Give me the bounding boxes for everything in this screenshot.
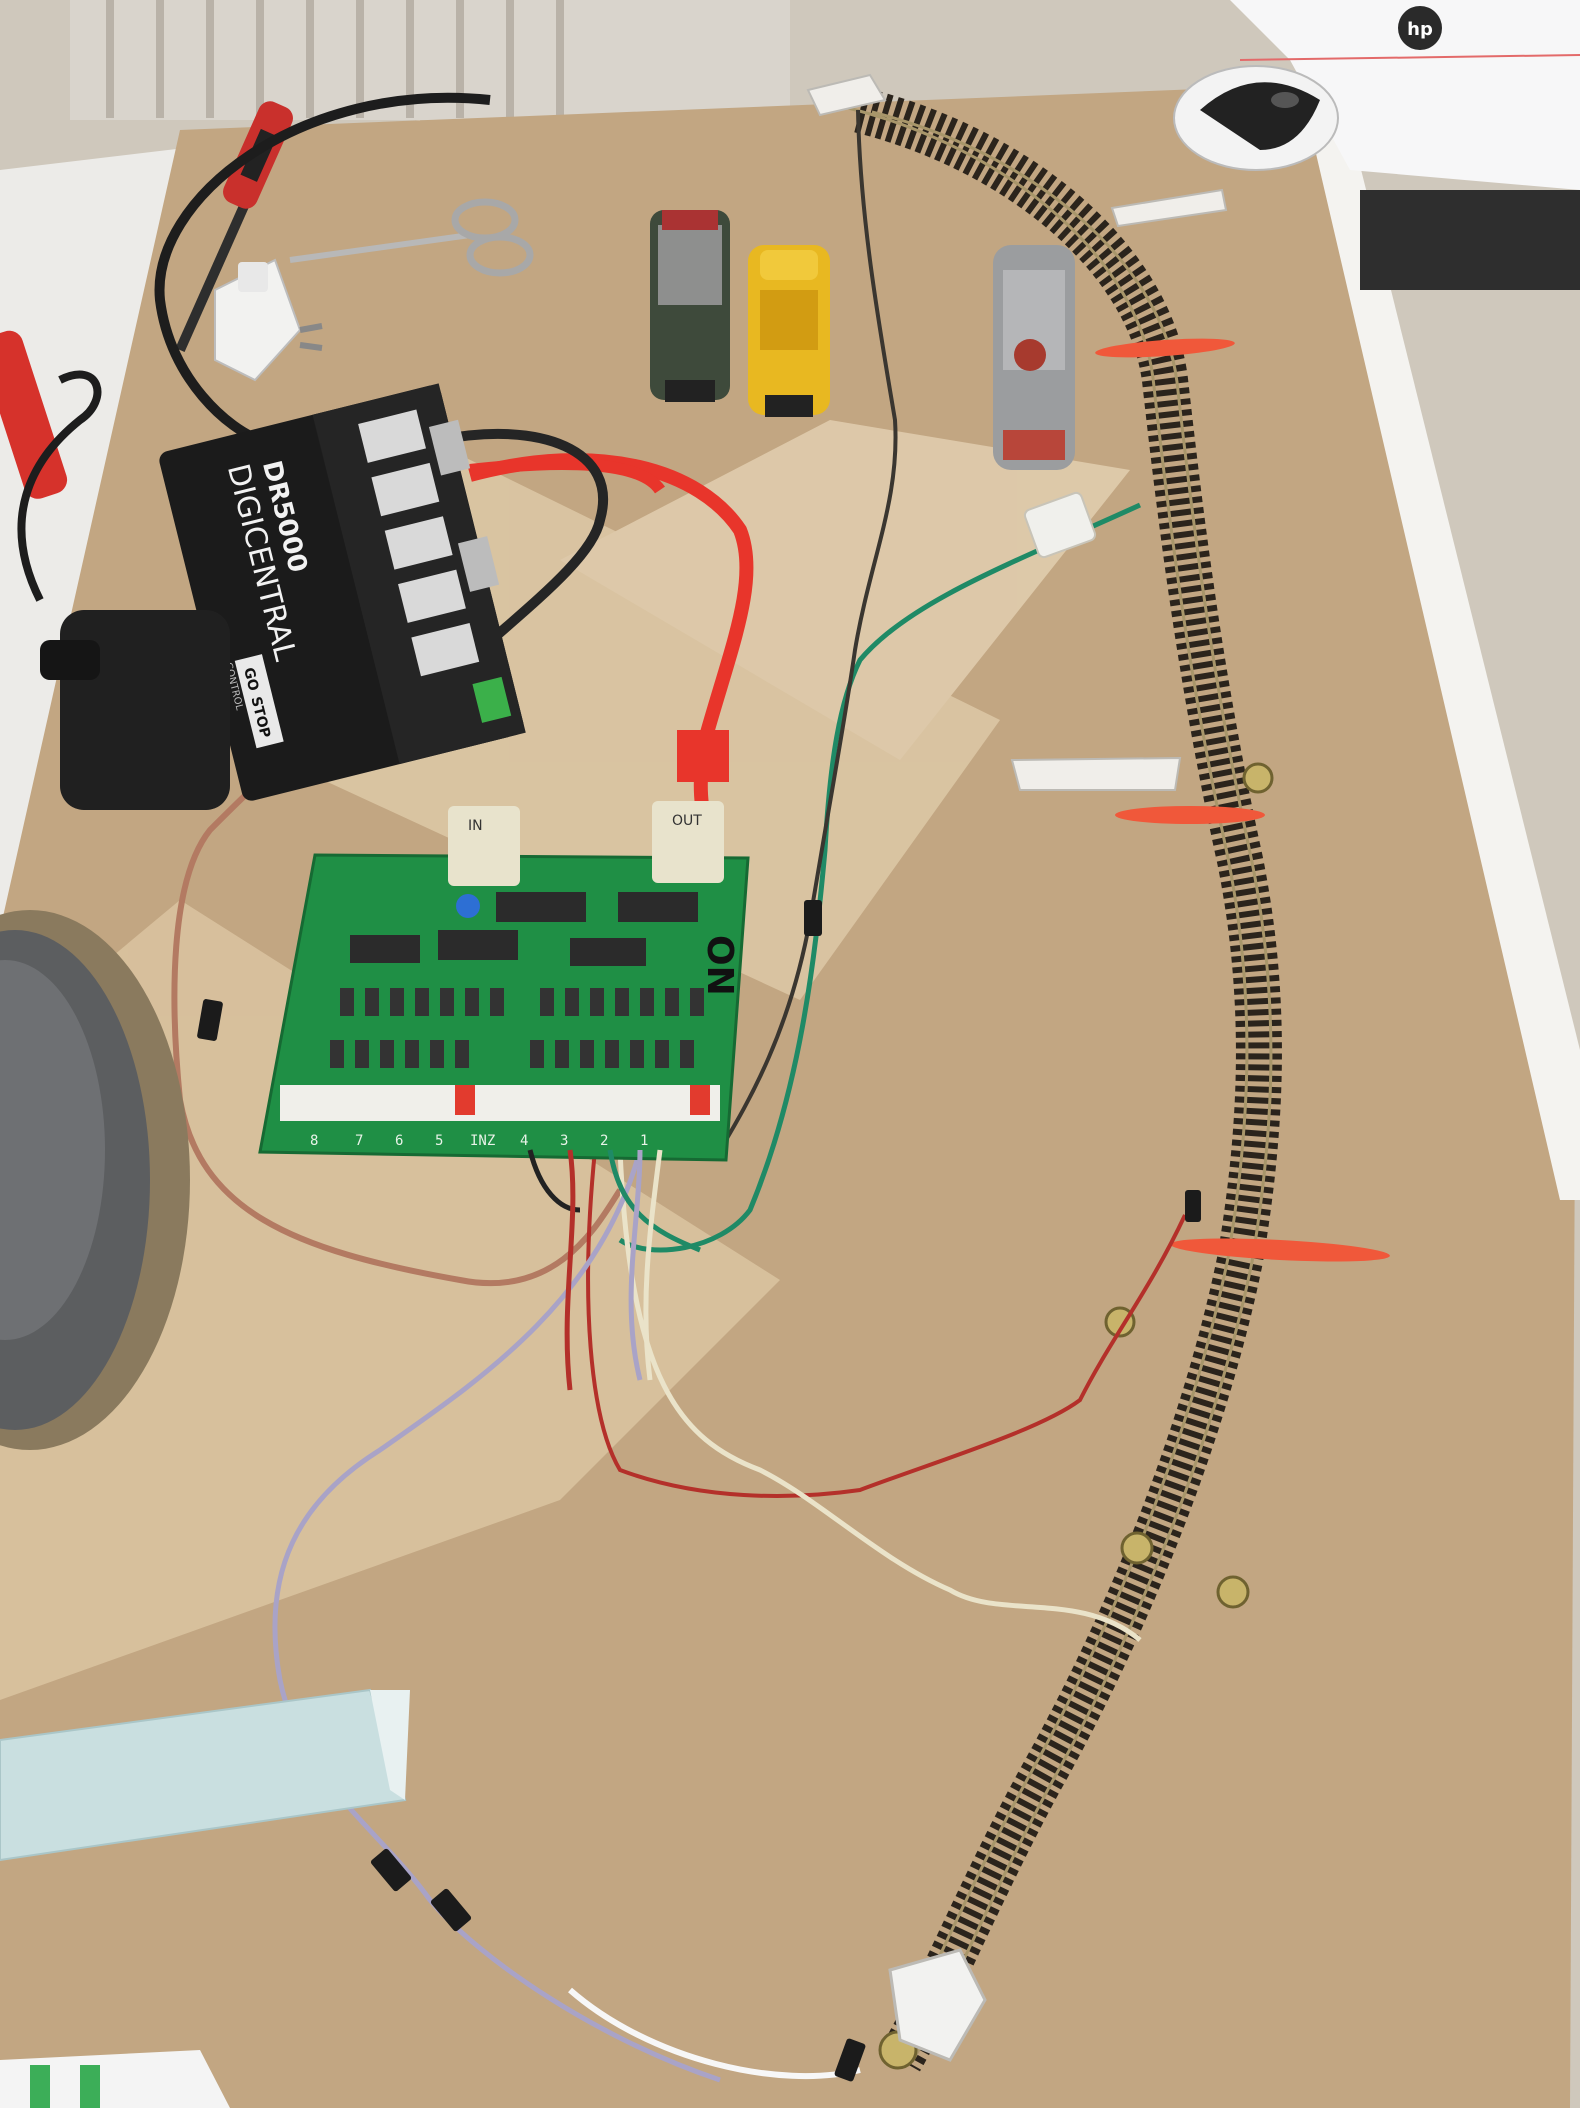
- terminal-block: [1023, 491, 1097, 559]
- laptop: hp: [1230, 0, 1580, 290]
- wire-connectors: [197, 900, 1201, 2082]
- board-side-label: ON: [699, 935, 740, 996]
- feedback-module-pcb: IN OUT: [258, 801, 750, 1162]
- go-button[interactable]: GO: [240, 666, 261, 693]
- transformer-in-label: IN: [468, 818, 483, 834]
- plug-adapter-icon: [214, 258, 323, 382]
- mouse-icon[interactable]: [1173, 65, 1339, 171]
- wire-dark-from-top: [718, 109, 898, 1152]
- wire-red: [586, 1149, 1187, 1498]
- section-gap-markers: [1095, 338, 1390, 1262]
- laptop-logo: hp: [1407, 19, 1433, 40]
- wire-green: [618, 502, 1142, 1253]
- connector-label-4: 4: [520, 1133, 528, 1149]
- connector-label-inz: INZ: [470, 1133, 495, 1149]
- command-station: DR5000 DIGICENTRAL GO STOP CONTROL: [159, 383, 526, 801]
- tape-strip-end: [370, 1690, 410, 1800]
- connector-label-3: 3: [560, 1133, 568, 1149]
- connector-label-8: 8: [310, 1133, 318, 1149]
- transformer-out-label: OUT: [672, 813, 702, 829]
- mounting-screws: [878, 762, 1274, 2070]
- picture-hanger-clips: [806, 73, 1228, 791]
- connector-label-7: 7: [355, 1133, 363, 1149]
- paper-corner: [0, 2050, 230, 2108]
- locomotive-green: [650, 210, 730, 402]
- connector-label-2: 2: [600, 1133, 608, 1149]
- power-cable: [154, 92, 491, 445]
- power-supply: [40, 610, 230, 810]
- wire-lilac: [272, 1149, 721, 2083]
- locomotive-grey: [993, 245, 1075, 470]
- board-output-wires: [527, 1149, 701, 1391]
- transformer-in: [448, 806, 520, 886]
- rj45-plug: [677, 730, 729, 782]
- connector-label-6: 6: [395, 1133, 403, 1149]
- go-stop-button-area[interactable]: [234, 654, 284, 749]
- locomotive-yellow: [748, 245, 830, 417]
- terminal-strip: [280, 1085, 720, 1121]
- connector-label-5: 5: [435, 1133, 443, 1149]
- track-end-clip: [888, 1948, 987, 2062]
- scissors-icon: [289, 198, 534, 277]
- round-metal-plate: [0, 910, 190, 1450]
- board-white-edge: [1300, 85, 1580, 1200]
- transformer-out: [652, 801, 724, 883]
- power-cable-left: [17, 370, 102, 602]
- connector-label-1: 1: [640, 1133, 648, 1149]
- wire-white: [617, 1149, 1142, 1642]
- model-railway-track: [847, 87, 1282, 2072]
- wire-white-bottom: [568, 1987, 861, 2080]
